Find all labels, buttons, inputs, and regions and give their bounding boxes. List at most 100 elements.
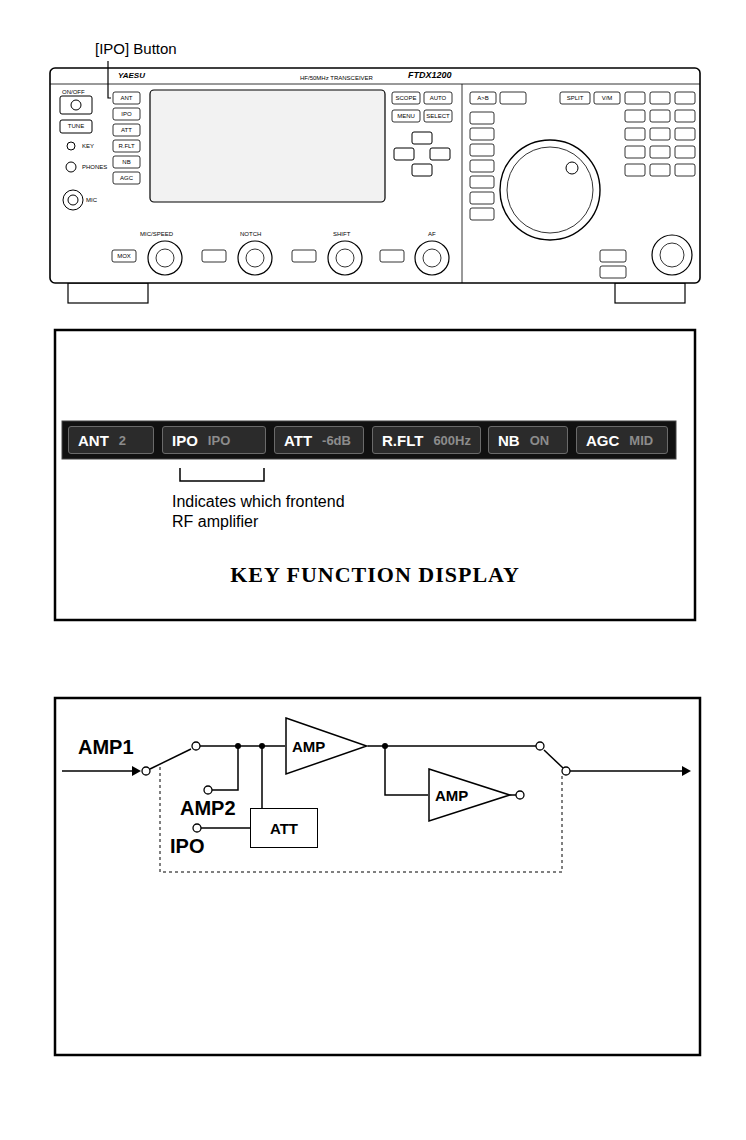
panel-marking: ATT xyxy=(113,125,140,135)
panel-button xyxy=(470,176,494,188)
block-label: AMP xyxy=(285,738,325,755)
switch-contact xyxy=(192,742,200,750)
panel-button xyxy=(650,146,670,158)
panel-marking: FTDX1200 xyxy=(408,70,452,80)
signal-wire xyxy=(368,746,428,795)
panel-button xyxy=(470,192,494,204)
panel-body xyxy=(50,68,700,283)
panel-marking: NOTCH xyxy=(240,229,261,239)
switch-position-label: AMP2 xyxy=(180,797,236,820)
panel-button xyxy=(675,110,695,122)
key-function-segment: ATT -6dB xyxy=(274,426,364,454)
function-value: -6dB xyxy=(322,433,351,448)
panel-button xyxy=(470,92,496,104)
key-jack xyxy=(67,142,75,150)
panel-marking: SELECT xyxy=(424,111,452,121)
panel-marking: MIC xyxy=(86,195,97,205)
panel-marking: SHIFT xyxy=(333,229,350,239)
panel-button xyxy=(470,208,494,220)
mic-connector xyxy=(68,195,78,205)
main-dial xyxy=(500,140,600,240)
bracket xyxy=(180,468,264,481)
panel-marking: MENU xyxy=(392,111,420,121)
panel-marking: SCOPE xyxy=(392,93,420,103)
panel-button xyxy=(202,250,226,262)
key-function-segment: AGCMID xyxy=(576,426,668,454)
figure-frame xyxy=(55,330,695,620)
function-value: ON xyxy=(530,433,550,448)
control-knob xyxy=(148,241,182,275)
panel-button xyxy=(392,92,420,104)
phones-jack xyxy=(66,162,76,172)
panel-marking: MIC/SPEED xyxy=(140,229,173,239)
panel-foot xyxy=(68,283,148,303)
arrow-key xyxy=(412,132,432,144)
annotation-note: Indicates which frontend RF amplifier xyxy=(172,492,362,532)
panel-marking: AGC xyxy=(113,173,140,183)
panel-marking: MOX xyxy=(112,251,136,261)
function-name: R.FLT xyxy=(382,432,423,449)
block-label: AMP xyxy=(428,787,468,804)
panel-button xyxy=(424,110,452,122)
function-name: IPO xyxy=(172,432,198,449)
main-dial-ring xyxy=(507,147,593,233)
panel-button xyxy=(675,164,695,176)
wire xyxy=(385,745,536,747)
control-knob xyxy=(415,241,449,275)
panel-button xyxy=(113,92,140,104)
block-label: ATT xyxy=(270,820,298,837)
wire xyxy=(200,745,262,747)
panel-button xyxy=(625,128,645,140)
function-value: 600Hz xyxy=(433,433,471,448)
function-value: 2 xyxy=(119,433,126,448)
panel-button xyxy=(650,110,670,122)
panel-marking: A>B xyxy=(470,93,496,103)
panel-button xyxy=(675,146,695,158)
panel-button xyxy=(112,250,136,262)
panel-button xyxy=(113,124,140,136)
panel-marking: TUNE xyxy=(60,121,92,131)
panel-button xyxy=(650,128,670,140)
panel-button xyxy=(650,164,670,176)
output-line xyxy=(570,770,684,772)
panel-button xyxy=(424,92,452,104)
panel-button xyxy=(675,128,695,140)
leader-line xyxy=(108,61,111,98)
function-name: NB xyxy=(498,432,520,449)
switch-arm xyxy=(150,749,191,769)
power-symbol xyxy=(71,100,81,110)
gang-link xyxy=(160,766,562,872)
junction-dot xyxy=(235,743,241,749)
switch-position-label: AMP1 xyxy=(78,736,134,759)
panel-marking: R.FLT xyxy=(113,141,140,151)
panel-button xyxy=(392,110,420,122)
function-name: AGC xyxy=(586,432,619,449)
input-arrowhead xyxy=(132,766,141,776)
panel-divider xyxy=(462,84,463,283)
panel-button xyxy=(560,92,590,104)
amplifier-triangle: AMP xyxy=(285,717,368,775)
key-function-segment: ANT2 xyxy=(68,426,154,454)
panel-button xyxy=(650,92,670,104)
attenuator-box: ATT xyxy=(250,808,318,848)
panel-button xyxy=(625,110,645,122)
panel-marking: AUTO xyxy=(424,93,452,103)
control-knob-ring xyxy=(156,249,174,267)
panel-button xyxy=(675,92,695,104)
dial-dimple xyxy=(566,162,578,174)
display-screen xyxy=(150,90,385,202)
control-knob-ring xyxy=(336,249,354,267)
key-function-segment: R.FLT 600Hz xyxy=(372,426,481,454)
panel-strip-line xyxy=(50,84,700,85)
panel-button xyxy=(470,160,494,172)
function-name: ATT xyxy=(284,432,312,449)
mic-connector xyxy=(63,190,83,210)
panel-button xyxy=(292,250,316,262)
panel-marking: NB xyxy=(113,157,140,167)
panel-button xyxy=(625,92,645,104)
figure-title: KEY FUNCTION DISPLAY xyxy=(170,562,580,588)
wire xyxy=(212,746,238,790)
panel-button xyxy=(470,144,494,156)
panel-foot xyxy=(615,283,685,303)
panel-button xyxy=(470,112,494,124)
